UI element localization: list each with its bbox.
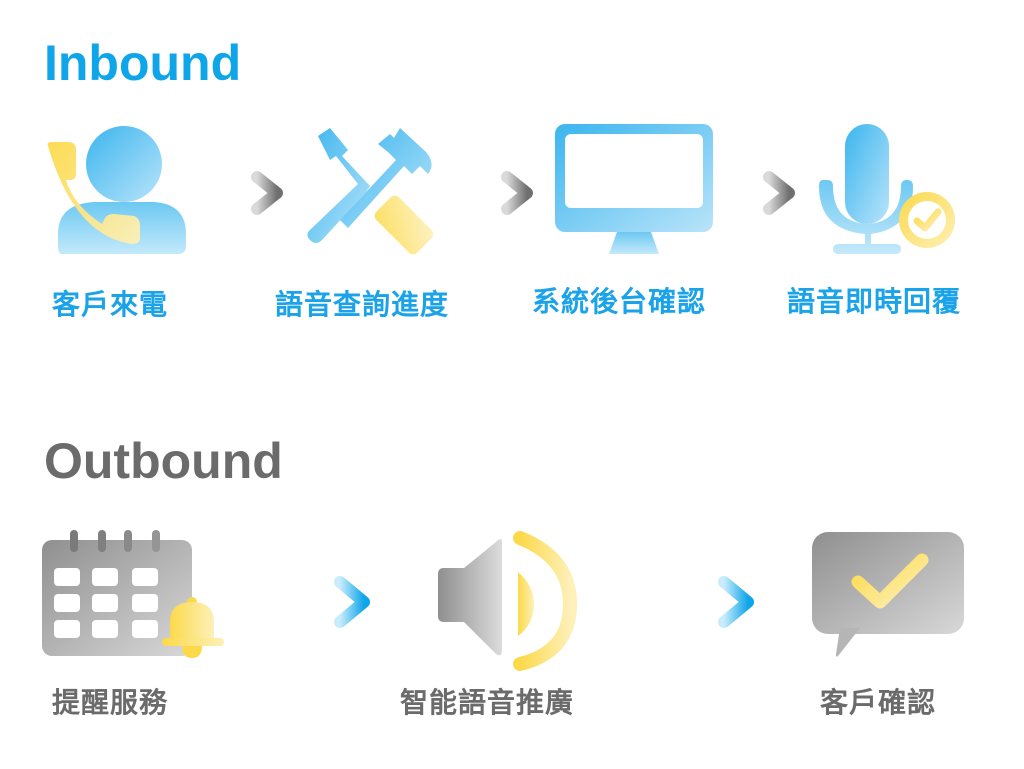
speaker-icon [438,531,578,671]
arrow-right-icon [725,171,795,215]
arrow-right-icon [463,171,533,215]
arrow-right-icon [213,171,283,215]
monitor-icon [555,124,713,254]
step-label: 智能語音推廣 [400,686,575,719]
step-label: 語音查詢進度 [275,288,450,321]
step-label: 客戶確認 [820,686,937,719]
step-label: 提醒服務 [52,686,169,719]
tools-icon [307,128,434,255]
outbound-title: Outbound [44,433,283,489]
arrow-right-icon [256,576,370,628]
customer-phone-icon [47,126,186,254]
inbound-title: Inbound [44,35,242,91]
arrow-right-icon [640,576,754,628]
step-label: 客戶來電 [52,288,169,321]
chat-check-icon [812,532,964,657]
microphone-check-icon [819,124,955,254]
step-label: 系統後台確認 [532,285,707,318]
step-label: 語音即時回覆 [787,285,962,318]
calendar-bell-icon [42,530,224,658]
